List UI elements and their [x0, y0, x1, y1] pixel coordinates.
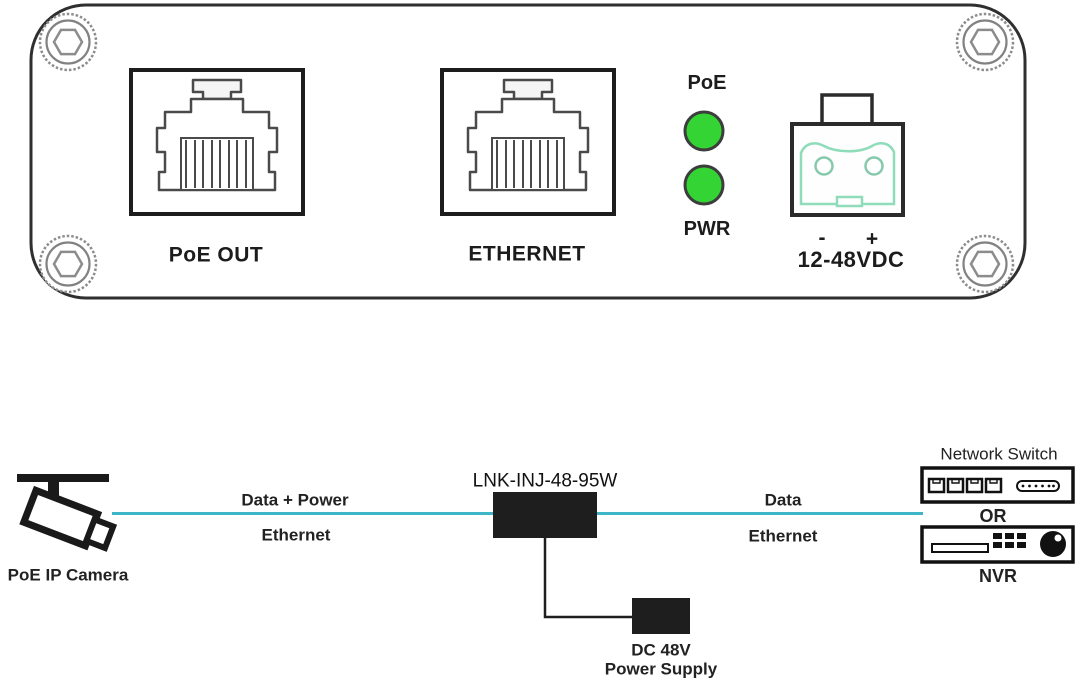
- poe-injector-box: [493, 492, 597, 538]
- pwr-led-indicator: [683, 164, 725, 206]
- network-switch-label: Network Switch: [940, 444, 1058, 464]
- network-switch-icon: [920, 466, 1075, 504]
- rj45-port-poe-out-icon: [129, 68, 305, 216]
- poe-led-label: PoE: [687, 72, 727, 94]
- rj45-port-ethernet-icon: [440, 68, 616, 216]
- poe-out-port-label: PoE OUT: [168, 243, 264, 267]
- dc-voltage-label: 12-48VDC: [797, 247, 905, 272]
- nvr-label: NVR: [978, 566, 1018, 586]
- connection-diagram-graphic: [17, 466, 1075, 634]
- power-supply-label-line2: Power Supply: [604, 659, 718, 679]
- mounting-screw-icon: [38, 234, 98, 294]
- ethernet-port-label: ETHERNET: [468, 242, 586, 266]
- power-supply-label-line1: DC 48V: [631, 640, 691, 660]
- mounting-screw-icon: [955, 12, 1015, 72]
- left-link-data-power-label: Data + Power: [241, 490, 349, 510]
- right-link-data-label: Data: [764, 490, 802, 510]
- injector-model-label: LNK-INJ-48-95W: [472, 470, 618, 492]
- mounting-screw-icon: [955, 234, 1015, 294]
- poe-ip-camera-icon: [17, 474, 118, 552]
- dc-power-cable: [543, 537, 633, 619]
- dc-terminal-block-icon: [790, 93, 905, 217]
- dc-minus-sign: -: [818, 226, 826, 250]
- mounting-screw-icon: [38, 12, 98, 72]
- left-link-ethernet-label: Ethernet: [261, 525, 331, 545]
- right-link-ethernet-label: Ethernet: [748, 526, 818, 546]
- dc-power-supply-box: [632, 598, 690, 634]
- poe-ip-camera-label: PoE IP Camera: [7, 565, 129, 585]
- nvr-icon: [920, 525, 1075, 564]
- device-front-panel-graphic: [29, 3, 1027, 300]
- pwr-led-label: PWR: [683, 218, 731, 240]
- dc-plus-sign: +: [865, 227, 879, 251]
- poe-led-indicator: [683, 110, 725, 152]
- or-label: OR: [979, 506, 1007, 526]
